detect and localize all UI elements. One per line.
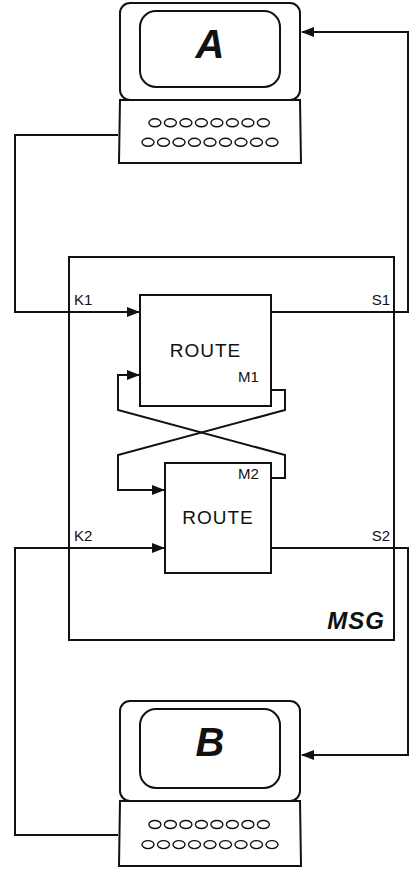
keyboard-key — [180, 821, 192, 829]
keyboard-key — [173, 138, 185, 146]
pin-name: K2 — [74, 527, 92, 544]
keyboard-key — [164, 119, 176, 127]
module-name: MSG — [327, 607, 385, 635]
pin-label-holder: S2 — [372, 527, 390, 544]
keyboard-key — [142, 138, 154, 146]
pin-label-holder: M1 — [238, 368, 259, 385]
keyboard-key — [251, 841, 263, 849]
pin-name: K1 — [74, 291, 92, 308]
process-name: ROUTE — [170, 340, 242, 362]
keyboard-key — [266, 841, 278, 849]
signal-wire — [272, 32, 408, 312]
keyboard-key — [158, 138, 170, 146]
pin-name: M1 — [238, 368, 259, 385]
keyboard-key — [149, 119, 161, 127]
keyboard-key — [235, 138, 247, 146]
signal-wire — [272, 548, 408, 755]
keyboard-base — [119, 100, 301, 163]
pin-label-holder: S1 — [372, 291, 390, 308]
keyboard-key — [242, 821, 254, 829]
pin-name: S1 — [372, 291, 390, 308]
pin-name: M2 — [238, 465, 259, 482]
keyboard-key — [149, 821, 161, 829]
keyboard-key — [180, 119, 192, 127]
keyboard-key — [251, 138, 263, 146]
signal-wire — [15, 548, 164, 835]
keyboard-key — [195, 821, 207, 829]
module-frame: MSG ROUTE ROUTE — [68, 256, 395, 641]
pin-label-holder: K2 — [74, 527, 92, 544]
keyboard-key — [142, 841, 154, 849]
keyboard-key — [235, 841, 247, 849]
terminal-letter: B — [118, 720, 302, 765]
keyboard-key — [158, 841, 170, 849]
terminal-letter: A — [118, 22, 302, 67]
keyboard-key — [266, 138, 278, 146]
pin-name: S2 — [372, 527, 390, 544]
keyboard-key — [189, 841, 201, 849]
keyboard-key — [173, 841, 185, 849]
keyboard-key — [204, 138, 216, 146]
keyboard-key — [257, 119, 269, 127]
keyboard-key — [226, 119, 238, 127]
keyboard-key — [189, 138, 201, 146]
process-name: ROUTE — [182, 507, 254, 529]
terminal-node: A — [118, 2, 302, 165]
keyboard-key — [257, 821, 269, 829]
keyboard-key — [220, 841, 232, 849]
keyboard-base — [119, 801, 301, 866]
signal-wire — [15, 135, 139, 312]
keyboard-key — [195, 119, 207, 127]
pin-label-holder: K1 — [74, 291, 92, 308]
keyboard-key — [226, 821, 238, 829]
terminal-node: B — [118, 700, 302, 868]
keyboard-key — [211, 821, 223, 829]
keyboard-key — [204, 841, 216, 849]
keyboard-key — [220, 138, 232, 146]
keyboard-key — [211, 119, 223, 127]
keyboard-key — [242, 119, 254, 127]
keyboard-key — [164, 821, 176, 829]
process-box: ROUTE — [139, 294, 272, 407]
pin-label-holder: M2 — [238, 465, 259, 482]
